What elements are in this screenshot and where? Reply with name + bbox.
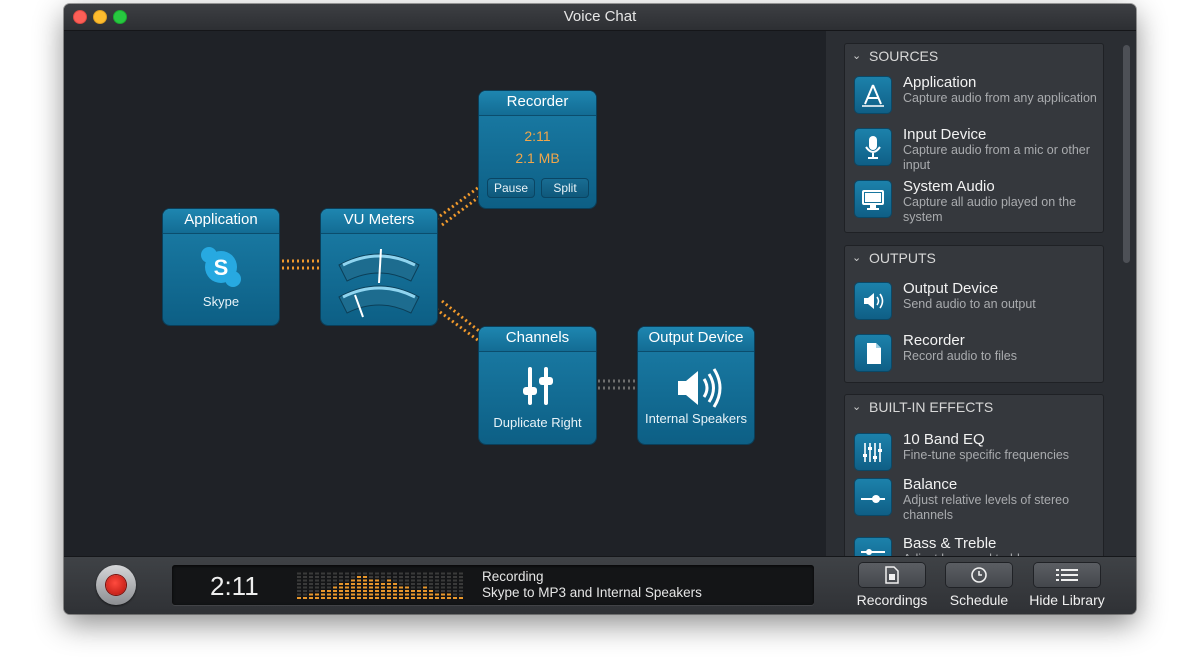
status-display: 2:11 Recording Skype to MP3 and Internal… (172, 565, 814, 605)
audio-chain-canvas[interactable]: Application S Skype VU Meters Rec (64, 31, 826, 556)
list-icon (1056, 569, 1078, 581)
speaker-icon (678, 368, 722, 408)
sidebar-item-title: Application (903, 74, 977, 91)
sidebar-item-title: Balance (903, 476, 958, 493)
output-device-node-title: Output Device (638, 327, 754, 352)
sidebar-item-title: System Audio (903, 178, 995, 195)
pause-button[interactable]: Pause (487, 178, 535, 198)
svg-text:S: S (214, 255, 229, 280)
sidebar-item-system-audio[interactable]: System Audio Capture all audio played on… (845, 178, 1103, 228)
recordings-file-icon (885, 566, 899, 584)
wire-vu-to-channels (435, 299, 480, 343)
microphone-icon (855, 129, 891, 165)
effects-section-header[interactable]: ⌄ BUILT-IN EFFECTS (845, 395, 1103, 419)
sidebar-item-description: Capture audio from any application (903, 91, 1097, 105)
sources-section-header[interactable]: ⌄ SOURCES (845, 44, 1103, 68)
elapsed-timer: 2:11 (210, 571, 259, 601)
channels-node-subtitle: Duplicate Right (493, 415, 582, 430)
record-dot-icon (106, 575, 126, 595)
window-title: Voice Chat (563, 8, 637, 25)
sources-section: ⌄ SOURCES Application Capture audio from… (844, 43, 1104, 233)
sidebar-item-title: Output Device (903, 280, 999, 297)
schedule-button[interactable] (946, 563, 1012, 587)
split-button[interactable]: Split (541, 178, 589, 198)
sidebar-item-balance[interactable]: Balance Adjust relative levels of stereo… (845, 476, 1103, 526)
sidebar-item-title: 10 Band EQ (903, 431, 985, 448)
app-store-icon (855, 77, 891, 113)
zoom-window-button[interactable] (113, 10, 127, 24)
clock-icon (971, 567, 987, 583)
chevron-down-icon: ⌄ (852, 401, 862, 413)
application-node[interactable]: Application S Skype (163, 209, 279, 325)
file-icon (855, 335, 891, 371)
sidebar-item-title: Bass & Treble (903, 535, 997, 552)
recordings-label[interactable]: Recordings (856, 592, 928, 608)
outputs-header-label: OUTPUTS (869, 250, 936, 266)
balance-slider-icon (855, 479, 891, 515)
library-sidebar: ⌄ SOURCES Application Capture audio from… (826, 31, 1136, 566)
sidebar-item-input-device[interactable]: Input Device Capture audio from a mic or… (845, 126, 1103, 176)
sidebar-item-description: Record audio to files (903, 349, 1017, 363)
title-bar: Voice Chat (64, 4, 1136, 31)
effects-header-label: BUILT-IN EFFECTS (869, 399, 994, 415)
level-meter (297, 572, 463, 599)
outputs-section-header[interactable]: ⌄ OUTPUTS (845, 246, 1103, 270)
outputs-section: ⌄ OUTPUTS Output Device Send audio to an… (844, 245, 1104, 383)
speaker-icon (855, 283, 891, 319)
chevron-down-icon: ⌄ (852, 50, 862, 62)
vu-meters-node-title: VU Meters (321, 209, 437, 234)
sidebar-item-application[interactable]: Application Capture audio from any appli… (845, 74, 1103, 124)
schedule-label[interactable]: Schedule (949, 592, 1009, 608)
sidebar-item-recorder[interactable]: Recorder Record audio to files (845, 332, 1103, 382)
channel-sliders-icon (523, 367, 553, 405)
monitor-icon (855, 181, 891, 217)
record-button[interactable] (96, 565, 136, 605)
close-window-button[interactable] (73, 10, 87, 24)
bottom-toolbar: 2:11 Recording Skype to MP3 and Internal… (64, 556, 1136, 614)
output-device-node-subtitle: Internal Speakers (645, 411, 747, 426)
chevron-down-icon: ⌄ (852, 252, 862, 264)
application-node-subtitle: Skype (202, 294, 240, 309)
sidebar-item-description: Capture audio from a mic or other input (903, 143, 1090, 172)
eq-sliders-icon (855, 434, 891, 470)
sidebar-item-description: Send audio to an output (903, 297, 1036, 311)
sidebar-item-description: Adjust relative levels of stereo channel… (903, 493, 1070, 522)
wire-channels-to-output (598, 379, 637, 390)
vu-meter-gauges-icon (338, 248, 420, 318)
wire-vu-to-recorder (435, 185, 480, 227)
sidebar-item-description: Capture all audio played on the system (903, 195, 1077, 224)
sidebar-item-10-band-eq[interactable]: 10 Band EQ Fine-tune specific frequencie… (845, 431, 1103, 481)
sidebar-item-title: Recorder (903, 332, 965, 349)
channels-node-title: Channels (479, 327, 596, 352)
output-device-node[interactable]: Output Device Internal Speakers (638, 327, 754, 444)
wire-application-to-vu (282, 259, 320, 270)
effects-section: ⌄ BUILT-IN EFFECTS (844, 394, 1104, 566)
channels-node[interactable]: Channels Duplicate Right (479, 327, 596, 444)
sources-header-label: SOURCES (869, 48, 939, 64)
sidebar-scrollbar[interactable] (1123, 45, 1130, 263)
main-window: Voice Chat Application (64, 4, 1136, 614)
recordings-button[interactable] (859, 563, 925, 587)
application-node-title: Application (163, 209, 279, 234)
hide-library-button[interactable] (1034, 563, 1100, 587)
recorder-elapsed-time: 2:11 (524, 128, 551, 144)
recorder-node-title: Recorder (479, 91, 596, 116)
hide-library-label[interactable]: Hide Library (1029, 592, 1105, 608)
sidebar-item-title: Input Device (903, 126, 987, 143)
sidebar-item-description: Fine-tune specific frequencies (903, 448, 1070, 462)
sidebar-item-output-device[interactable]: Output Device Send audio to an output (845, 280, 1103, 330)
skype-icon: S (201, 247, 241, 287)
status-title: Recording (482, 569, 544, 584)
status-detail: Skype to MP3 and Internal Speakers (482, 585, 702, 600)
vu-meters-node[interactable]: VU Meters (321, 209, 437, 325)
recorder-file-size: 2.1 MB (515, 150, 560, 166)
connection-wires (282, 185, 637, 390)
minimize-window-button[interactable] (93, 10, 107, 24)
recorder-node[interactable]: Recorder 2:11 2.1 MB Pause Split (479, 91, 596, 208)
